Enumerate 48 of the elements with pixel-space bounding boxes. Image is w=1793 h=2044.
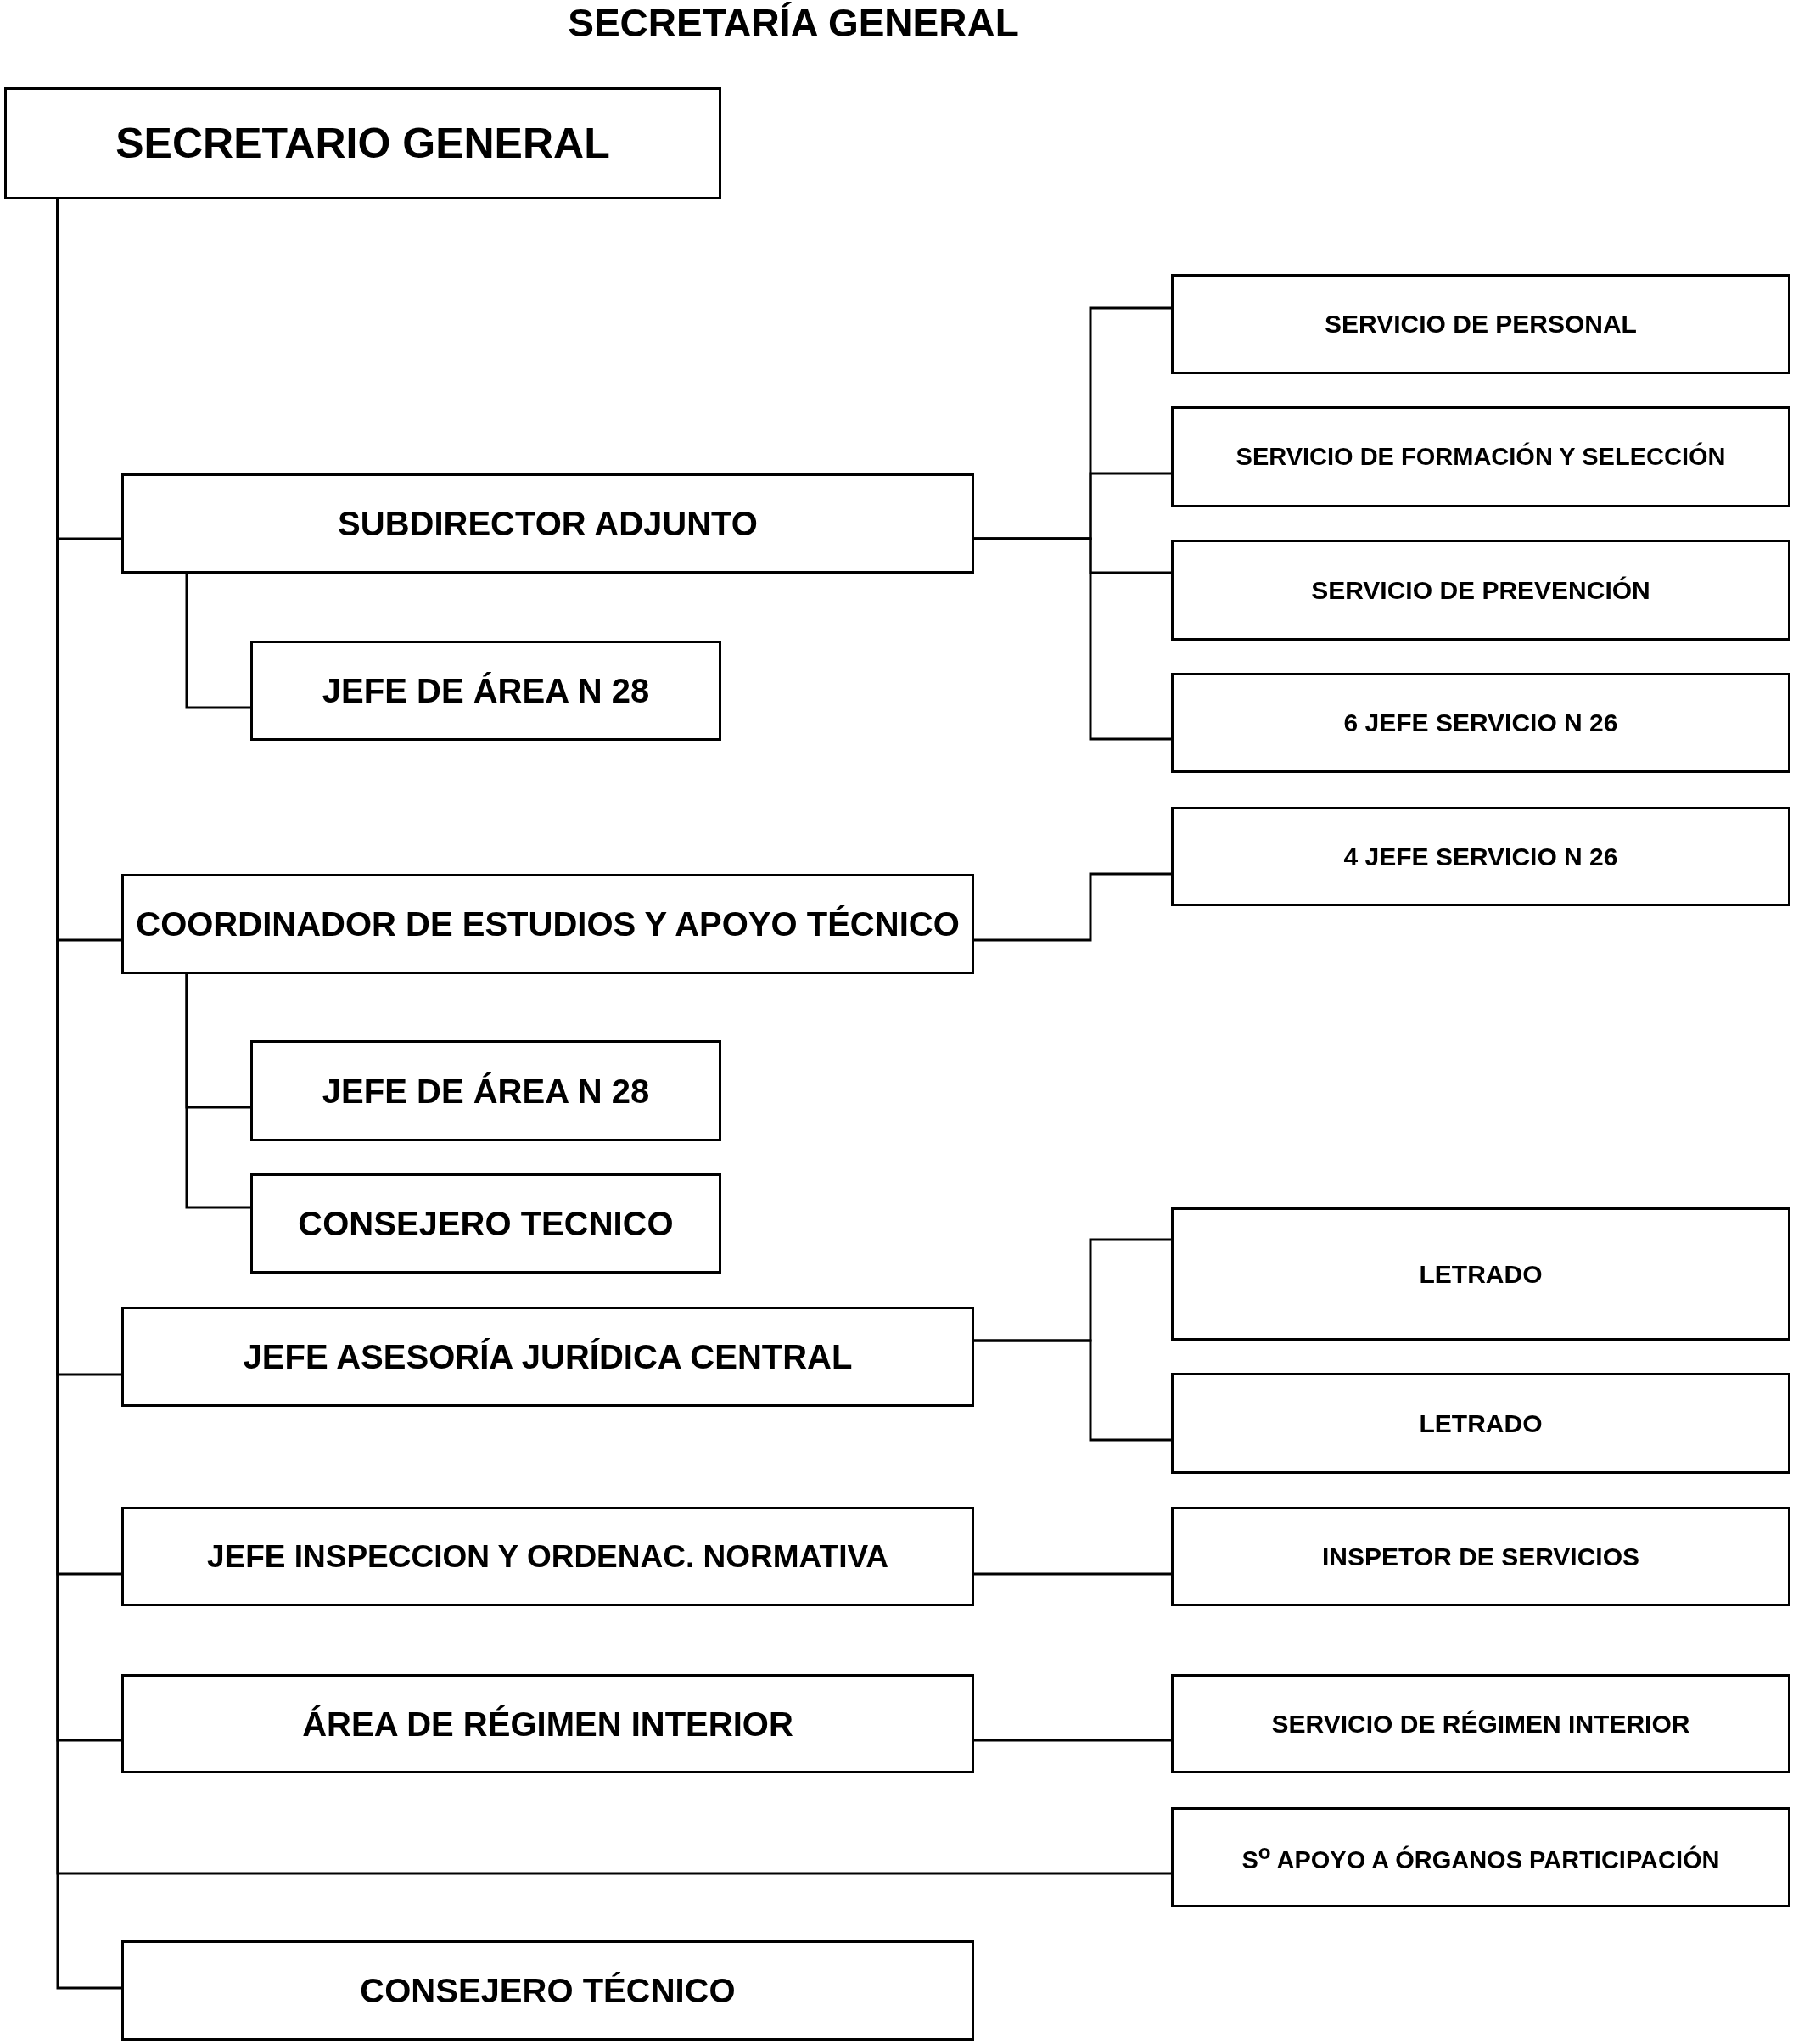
- org-box: [1171, 807, 1790, 906]
- box-label: S$^{o}$ APOYO A ÓRGANOS PARTICIPACIÓN: [1241, 1840, 1720, 1875]
- connector-line: [185, 974, 250, 1209]
- org-box: [1171, 1373, 1790, 1474]
- org-box: [121, 874, 974, 974]
- box-label: COORDINADOR DE ESTUDIOS Y APOYO TÉCNICO: [136, 904, 960, 944]
- org-box: [1171, 1674, 1790, 1773]
- org-box: [250, 641, 721, 741]
- box-label: 4 JEFE SERVICIO N 26: [1343, 841, 1618, 872]
- org-box: [121, 1674, 974, 1773]
- box-label: CONSEJERO TÉCNICO: [360, 1971, 736, 2011]
- box-label: SERVICIO DE PERSONAL: [1325, 309, 1637, 340]
- box-label: ÁREA DE RÉGIMEN INTERIOR: [302, 1704, 793, 1744]
- connector-line: [974, 1739, 1171, 1742]
- org-box: [1171, 406, 1790, 507]
- connector-line: [974, 1572, 1171, 1576]
- org-box: [250, 1040, 721, 1141]
- box-label: JEFE DE ÁREA N 28: [322, 671, 650, 711]
- chart-title: SECRETARÍA GENERAL: [568, 0, 1019, 46]
- org-box: [121, 1307, 974, 1407]
- org-box: [1171, 673, 1790, 773]
- box-label: SERVICIO DE FORMACIÓN Y SELECCIÓN: [1235, 441, 1726, 473]
- org-box: [1171, 274, 1790, 374]
- org-box: [121, 1940, 974, 2041]
- connector-line: [185, 574, 250, 709]
- box-label: SECRETARIO GENERAL: [115, 118, 610, 169]
- box-label: SERVICIO DE PREVENCIÓN: [1311, 574, 1650, 606]
- box-label: JEFE ASESORÍA JURÍDICA CENTRAL: [243, 1337, 853, 1377]
- box-label: JEFE INSPECCION Y ORDENAC. NORMATIVA: [206, 1537, 889, 1576]
- box-label: 6 JEFE SERVICIO N 26: [1343, 708, 1618, 739]
- org-box: [1171, 1507, 1790, 1606]
- org-box: [4, 87, 721, 199]
- org-box: [121, 473, 974, 574]
- box-label: INSPETOR DE SERVICIOS: [1322, 1541, 1639, 1572]
- box-label: LETRADO: [1419, 1408, 1543, 1439]
- org-box: [1171, 1807, 1790, 1907]
- connector-line: [974, 872, 1171, 942]
- connector-line: [974, 537, 1171, 741]
- box-label: SUBDIRECTOR ADJUNTO: [338, 504, 758, 544]
- connector-line: [974, 1339, 1171, 1442]
- org-box: [1171, 1207, 1790, 1341]
- box-label: JEFE DE ÁREA N 28: [322, 1071, 650, 1112]
- org-box: [250, 1173, 721, 1274]
- org-box: [121, 1507, 974, 1606]
- box-label: LETRADO: [1419, 1258, 1543, 1290]
- box-label: CONSEJERO TECNICO: [298, 1204, 674, 1244]
- org-box: [1171, 540, 1790, 641]
- box-label: SERVICIO DE RÉGIMEN INTERIOR: [1271, 1708, 1690, 1739]
